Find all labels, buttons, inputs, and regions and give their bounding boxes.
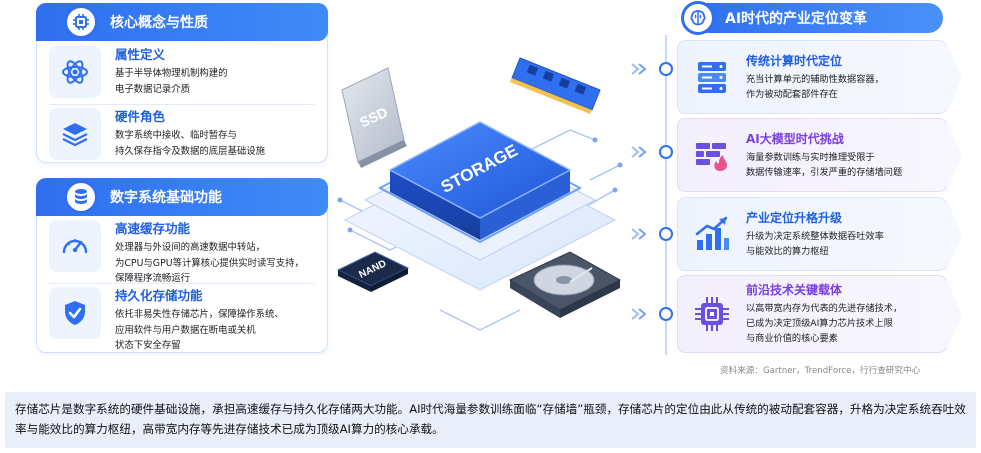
persistent-storage-title: 持久化存储功能 xyxy=(115,288,203,303)
persistent-storage-desc: 依托非易失性存储芯片，保障操作系统、 应用软件与用户数据在断电或关机 状态下安全… xyxy=(115,309,284,351)
card-tip xyxy=(946,278,962,352)
timeline-dot xyxy=(659,227,673,241)
data-source: 资料来源：Gartner，TrendForce，行行查研究中心 xyxy=(720,366,921,376)
brain-badge-icon xyxy=(681,1,715,35)
property-definition-title: 属性定义 xyxy=(115,47,166,62)
ssd-drive: SSD xyxy=(341,67,407,168)
summary-footer: 存储芯片是数字系统的硬件基础设施，承担高速缓存与持久化存储两大功能。AI时代海量… xyxy=(5,392,976,448)
hardware-role-item: 硬件角色 数字系统中接收、临时暂存与 持久保存指令及数据的底层基础设施 xyxy=(49,108,315,160)
arrow-right-icon xyxy=(631,228,647,240)
positioning-upgrade-desc: 升级为决定系统整体数据吞吐效率 与能效比的算力枢纽 xyxy=(746,230,884,257)
frontier-tech-card: 前沿技术关键载体 以高带宽内存为代表的先进存储技术， 已成为决定顶级AI算力芯片… xyxy=(677,275,962,353)
core-concepts-panel: 核心概念与性质 属性定义 基于半导体物理机制构建的 电子数据记录介质 硬件角色 … xyxy=(36,3,328,163)
server-icon xyxy=(690,55,734,99)
timeline-dot xyxy=(659,145,673,159)
core-concepts-title: 核心概念与性质 xyxy=(110,15,208,31)
card-tip xyxy=(946,41,962,115)
property-definition-desc: 基于半导体物理机制构建的 电子数据记录介质 xyxy=(115,68,228,95)
property-definition-item: 属性定义 基于半导体物理机制构建的 电子数据记录介质 xyxy=(49,46,315,98)
card-tip xyxy=(946,119,962,193)
positioning-upgrade-title: 产业定位升格升级 xyxy=(746,210,843,225)
layers-icon xyxy=(49,108,101,160)
frontier-tech-title: 前沿技术关键载体 xyxy=(746,283,843,297)
card-tip xyxy=(946,198,962,272)
ai-challenge-card: AI大模型时代挑战 海量参数训练与实时推理受限于 数据传输速率，引发严重的存储墙… xyxy=(677,118,962,193)
ai-challenge-desc: 海量参数训练与实时推理受限于 数据传输速率，引发严重的存储墙问题 xyxy=(746,151,903,178)
timeline-line xyxy=(665,35,667,355)
growth-chart-icon xyxy=(690,212,734,256)
traditional-era-title: 传统计算时代定位 xyxy=(746,53,843,68)
divider xyxy=(49,104,315,105)
timeline-dot xyxy=(659,62,673,76)
storage-block: STORAGE xyxy=(388,121,572,240)
arrow-right-icon xyxy=(631,63,647,75)
core-concepts-header: 核心概念与性质 xyxy=(36,3,328,41)
hdd-drive xyxy=(508,251,622,318)
ai-era-title: AI时代的产业定位变革 xyxy=(725,11,868,27)
atom-icon xyxy=(49,46,101,98)
shield-check-icon xyxy=(49,287,101,339)
basic-functions-panel: 数字系统基础功能 高速缓存功能 处理器与外设间的高速数据中转站， 为CPU与GP… xyxy=(36,178,328,353)
chip-icon xyxy=(690,292,734,336)
divider xyxy=(49,283,315,284)
cache-function-title: 高速缓存功能 xyxy=(115,221,191,236)
speedometer-icon xyxy=(49,220,101,272)
arrow-right-icon xyxy=(631,146,647,158)
firewall-icon xyxy=(690,133,734,177)
cache-function-item: 高速缓存功能 处理器与外设间的高速数据中转站， 为CPU与GPU等计算核心提供实… xyxy=(49,220,315,287)
traditional-era-desc: 充当计算单元的辅助性数据容器， 作为被动配套部件存在 xyxy=(746,73,884,100)
cache-function-desc: 处理器与外设间的高速数据中转站， 为CPU与GPU等计算核心提供实时读写支持， … xyxy=(115,242,304,284)
nand-chip: NAND xyxy=(336,251,410,292)
hardware-role-title: 硬件角色 xyxy=(115,109,166,124)
persistent-storage-item: 持久化存储功能 依托非易失性存储芯片，保障操作系统、 应用软件与用户数据在断电或… xyxy=(49,287,315,354)
ai-challenge-title: AI大模型时代挑战 xyxy=(746,131,844,146)
arrow-right-icon xyxy=(631,308,647,320)
frontier-tech-desc: 以高带宽内存为代表的先进存储技术， 已成为决定顶级AI算力芯片技术上限 与商业价… xyxy=(746,303,903,344)
storage-illustration: STORAGE SSD NAND xyxy=(336,57,623,331)
timeline-dot xyxy=(659,307,673,321)
database-badge-icon xyxy=(64,180,98,214)
ram-module xyxy=(510,57,601,114)
traditional-era-card: 传统计算时代定位 充当计算单元的辅助性数据容器， 作为被动配套部件存在 xyxy=(677,40,962,115)
positioning-upgrade-card: 产业定位升格升级 升级为决定系统整体数据吞吐效率 与能效比的算力枢纽 xyxy=(677,197,962,272)
hardware-role-desc: 数字系统中接收、临时暂存与 持久保存指令及数据的底层基础设施 xyxy=(115,130,266,157)
ai-era-header: AI时代的产业定位变革 xyxy=(681,1,943,35)
basic-functions-title: 数字系统基础功能 xyxy=(110,190,222,206)
chip-badge-icon xyxy=(64,5,98,39)
basic-functions-header: 数字系统基础功能 xyxy=(36,178,328,216)
